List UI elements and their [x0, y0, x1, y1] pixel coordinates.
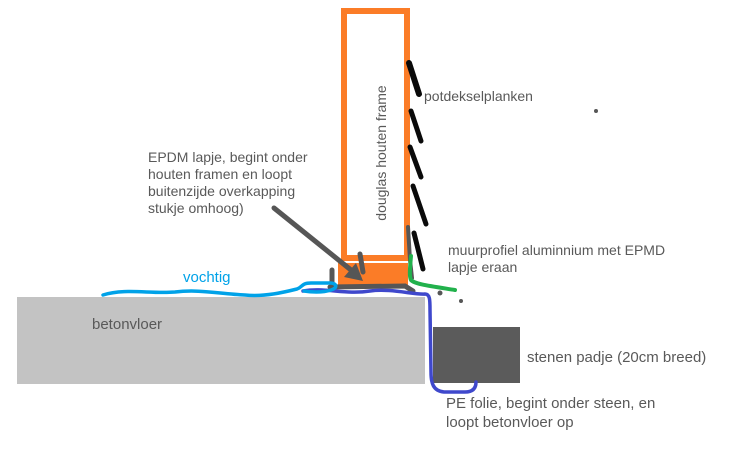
moisture-label: vochtig — [183, 269, 231, 286]
concrete-label: betonvloer — [92, 316, 163, 333]
wood-frame-outline — [341, 8, 410, 261]
stone-path-block — [433, 327, 520, 383]
planks-label: potdekselplanken — [424, 88, 533, 104]
moisture-line — [101, 281, 338, 298]
potdeksel-planks — [406, 60, 429, 272]
pe-foil-note: PE folie, begint onder steen, en loopt b… — [446, 395, 656, 431]
epdm-note: EPDM lapje, begint onder houten framen e… — [148, 149, 308, 216]
green-profile-line — [407, 254, 457, 292]
plank-stroke — [411, 230, 426, 272]
plank-stroke — [410, 183, 429, 227]
wall-profile-note: muurprofiel aluminnium met EPMD lapje er… — [448, 242, 666, 275]
plank-stroke — [407, 144, 424, 180]
ink-specks — [437, 109, 598, 303]
pointer-arrow — [271, 205, 363, 281]
ink-speck — [459, 299, 463, 303]
plank-stroke — [406, 60, 422, 97]
concrete-floor — [17, 297, 425, 384]
epdm-bottom-line — [327, 283, 416, 294]
frame-label: douglas houten frame — [373, 85, 389, 221]
pe-foil-line — [301, 288, 478, 394]
ink-speck — [594, 109, 598, 113]
stone-path-label: stenen padje (20cm breed) — [527, 349, 707, 366]
ink-speck — [437, 290, 443, 296]
epdm-inner-stub — [357, 251, 366, 275]
plank-stroke — [408, 108, 424, 144]
